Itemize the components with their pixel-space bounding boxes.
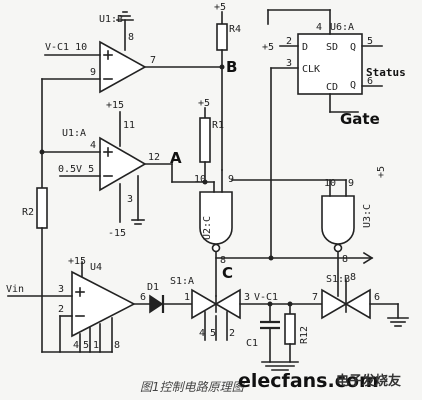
u1a-label: U1:A: [62, 128, 86, 139]
u2c-label: U2:C: [202, 216, 213, 240]
r4-label: R4: [229, 24, 241, 35]
s1a-pin5: 5: [210, 328, 216, 339]
u1b-label: U1:B: [99, 14, 123, 25]
v05-label: 0.5V 5: [58, 164, 94, 175]
u3c-label: U3:C: [362, 204, 373, 228]
u1a-pin12: 12: [148, 152, 160, 163]
u4-pin1: 1: [93, 340, 99, 351]
s1b-switch: [321, 279, 409, 327]
u1a-comparator: [39, 111, 215, 225]
watermark-brand: 电子发烧友: [336, 373, 401, 389]
u3c-pin10: 10: [324, 178, 336, 189]
u2c-nand: [199, 169, 233, 297]
ff-qn: Q: [350, 80, 356, 91]
u1b-pin7: 7: [150, 55, 156, 66]
vc1-input-label: V-C1 10: [45, 42, 87, 53]
ff-pin5: 5: [367, 36, 373, 47]
minus15-label: -15: [108, 228, 126, 239]
u4-pin5: 5: [83, 340, 89, 351]
c1-r12-network: [260, 301, 299, 371]
u1b-comparator: [41, 11, 223, 189]
u2c-pin10: 10: [194, 174, 206, 185]
ff-q: Q: [350, 42, 356, 53]
s1b-pin7: 7: [312, 292, 318, 303]
ff-pin3: 3: [286, 58, 292, 69]
u4-opamp: [7, 261, 151, 353]
status-label: Status: [366, 66, 406, 79]
s1b-label: S1:B: [326, 274, 350, 285]
vc1-node-label: V-C1: [254, 292, 278, 303]
watermark-site: elecfans.com: [238, 370, 379, 392]
ff-pin6: 6: [367, 76, 373, 87]
node-b-label: B: [226, 58, 237, 76]
ff-clk: CLK: [302, 64, 320, 75]
s1a-pin4: 4: [199, 328, 205, 339]
u1b-pin8: 8: [128, 32, 134, 43]
node-a-label: A: [170, 149, 182, 167]
gate-bus: [215, 67, 374, 265]
s1a-pin2: 2: [229, 328, 235, 339]
u4-plus15: +15: [68, 256, 86, 267]
plus5-top: +5: [214, 2, 226, 13]
node-c-label: C: [222, 264, 233, 282]
u6a-flipflop: [267, 9, 383, 113]
plus5-r1: +5: [198, 98, 210, 109]
r2-label: R2: [22, 207, 34, 218]
u3c-pin9: 9: [348, 178, 354, 189]
u1a-pin11: 11: [123, 120, 135, 131]
r12-label: R12: [299, 326, 310, 344]
s1b-pin8: 8: [350, 272, 356, 283]
plus15-mid: +15: [106, 100, 124, 111]
d1-label: D1: [147, 282, 159, 293]
u6a-label: U6:A: [330, 22, 354, 33]
ff-pin4: 4: [316, 22, 322, 33]
ff-cd: CD: [326, 82, 338, 93]
s1b-pin6: 6: [374, 292, 380, 303]
r1-label: R1: [212, 120, 224, 131]
u4-pin3: 3: [58, 284, 64, 295]
figure-caption: 图1控制电路原理图: [140, 380, 246, 394]
s1a-pin3: 3: [244, 292, 250, 303]
u4-pin4: 4: [73, 340, 79, 351]
u3c-nand: [231, 179, 355, 297]
u4-pin8: 8: [114, 340, 120, 351]
u4-pin2: 2: [58, 304, 64, 315]
u3c-pin8: 8: [342, 254, 348, 265]
u1a-pin4: 4: [90, 140, 96, 151]
gate-label: Gate: [340, 110, 380, 128]
d1-diode: [149, 294, 193, 314]
ff-pin2: 2: [286, 36, 292, 47]
u4-label: U4: [90, 262, 102, 273]
r4-resistor: [216, 11, 228, 171]
u1a-pin3: 3: [127, 194, 133, 205]
u2c-pin8: 8: [220, 255, 226, 266]
ff-d: D: [302, 42, 308, 53]
u4-pin6: 6: [140, 292, 146, 303]
vin-label: Vin: [6, 284, 24, 295]
s1a-label: S1:A: [170, 276, 194, 287]
r1-resistor: [199, 107, 211, 185]
u2c-pin9: 9: [228, 174, 234, 185]
c1-label: C1: [246, 338, 258, 349]
s1a-switch: [191, 288, 323, 341]
s1a-pin1: 1: [184, 292, 190, 303]
ff-sd: SD: [326, 42, 338, 53]
u3c-plus5: +5: [376, 166, 387, 178]
ff-plus5: +5: [262, 42, 274, 53]
u1b-pin9: 9: [90, 67, 96, 78]
